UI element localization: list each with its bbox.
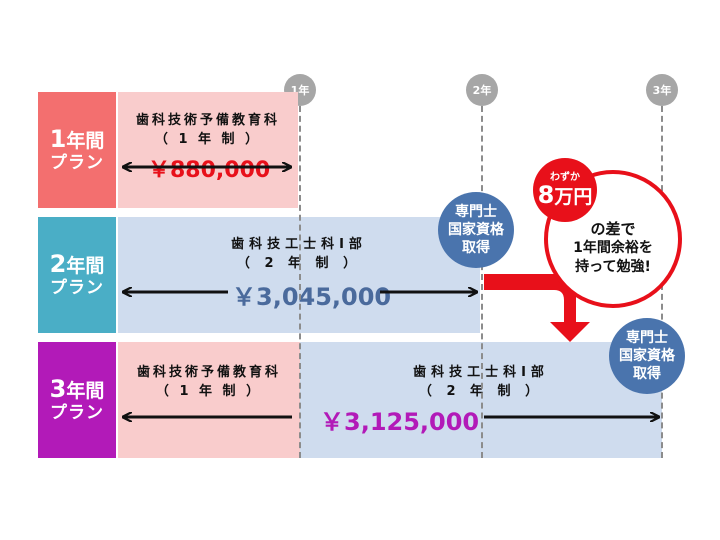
plan-label: プラン xyxy=(50,278,104,299)
cert-badge-3year: 専門士 国家資格 取得 xyxy=(609,318,685,394)
savings-prefix: わずか xyxy=(550,172,580,183)
course-duration: （ 1 年 制 ） xyxy=(154,131,262,147)
cert-line-2: 国家資格 xyxy=(619,347,675,364)
course-title: 歯科技術予備教育科 xyxy=(135,113,280,128)
red-bent-arrow xyxy=(484,274,590,342)
year-marker-2: 2年 xyxy=(466,74,498,106)
cert-line-3: 取得 xyxy=(462,240,490,257)
course-title: 歯科技工士科Ⅰ部 xyxy=(413,365,549,380)
course-duration: （ 2 年 制 ） xyxy=(418,383,544,399)
cert-line-2: 国家資格 xyxy=(448,221,504,238)
plan-years-number: 2 xyxy=(49,250,67,279)
course-name-3year-prep: 歯科技術予備教育科 （ 1 年 制 ） xyxy=(118,364,300,402)
year-marker-3: 3年 xyxy=(646,74,678,106)
cert-badge-2year: 専門士 国家資格 取得 xyxy=(438,192,514,268)
year-2-divider xyxy=(481,106,483,458)
cert-line-3: 取得 xyxy=(633,366,661,383)
year-1-divider xyxy=(299,106,301,458)
callout-line-3: 持って勉強! xyxy=(575,259,651,276)
callout-line-1: の差で xyxy=(590,219,636,238)
savings-unit: 万円 xyxy=(554,186,593,208)
savings-amount: 8 xyxy=(537,181,555,209)
plan-label: プラン xyxy=(50,153,104,174)
plan-years-suffix: 年間 xyxy=(66,380,105,403)
course-duration: （ 1 年 制 ） xyxy=(155,383,263,399)
plan-label: プラン xyxy=(50,403,104,424)
row-label-1year: 1年間 プラン xyxy=(38,92,116,208)
plan-years-suffix: 年間 xyxy=(66,255,105,278)
cert-line-1: 専門士 xyxy=(626,329,668,346)
callout-line-2: 1年間余裕を xyxy=(573,240,653,257)
plan-years-number: 1 xyxy=(49,125,67,154)
row-label-3year: 3年間 プラン xyxy=(38,342,116,458)
course-title: 歯科技工士科Ⅰ部 xyxy=(231,237,367,252)
price-3year: ￥3,125,000 xyxy=(320,408,480,436)
row-label-2year: 2年間 プラン xyxy=(38,217,116,333)
savings-amount-badge: わずか 8万円 xyxy=(533,158,597,222)
course-bar-1year-prep xyxy=(118,92,298,208)
course-duration: （ 2 年 制 ） xyxy=(236,255,362,271)
cert-line-1: 専門士 xyxy=(455,203,497,220)
course-title: 歯科技術予備教育科 xyxy=(136,365,281,380)
course-bar-3year-prep xyxy=(118,342,300,458)
course-name-3year-main: 歯科技工士科Ⅰ部 （ 2 年 制 ） xyxy=(300,364,662,402)
plan-years-number: 3 xyxy=(49,375,67,404)
price-2year: ￥3,045,000 xyxy=(232,283,392,311)
course-name-1year: 歯科技術予備教育科 （ 1 年 制 ） xyxy=(118,112,298,150)
plan-years-suffix: 年間 xyxy=(66,130,105,153)
course-name-2year: 歯科技工士科Ⅰ部 （ 2 年 制 ） xyxy=(118,236,480,274)
